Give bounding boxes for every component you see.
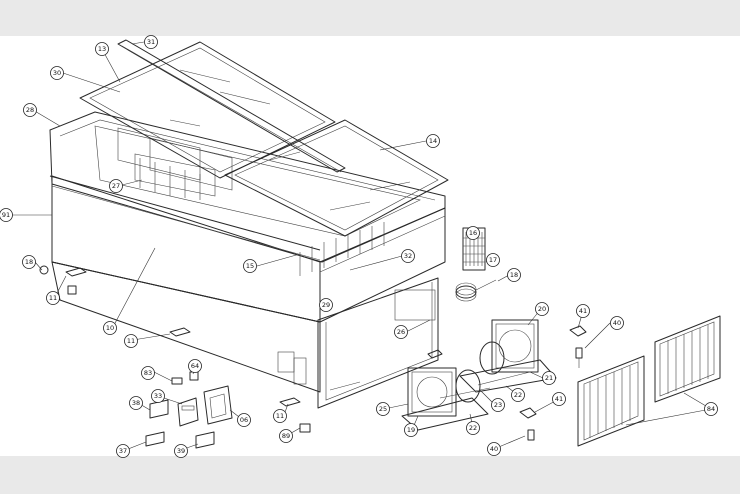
callout-label: 13 bbox=[98, 45, 106, 53]
callout-label: 21 bbox=[545, 374, 553, 382]
callout-label: 15 bbox=[246, 262, 254, 270]
callout-28: 28 bbox=[23, 103, 37, 117]
callout-label: 16 bbox=[469, 229, 477, 237]
callout-label: 40 bbox=[490, 445, 498, 453]
callout-label: 06 bbox=[240, 416, 248, 424]
callout-label: 32 bbox=[404, 252, 412, 260]
callout-64: 64 bbox=[188, 359, 202, 373]
callout-89: 89 bbox=[279, 429, 293, 443]
feet-brackets bbox=[39, 265, 443, 433]
callout-label: 26 bbox=[397, 328, 405, 336]
callout-06: 06 bbox=[237, 413, 251, 427]
callout-11-left: 11 bbox=[46, 291, 60, 305]
callout-14: 14 bbox=[426, 134, 440, 148]
callout-label: 30 bbox=[53, 69, 61, 77]
callout-38: 38 bbox=[129, 396, 143, 410]
callout-label: 27 bbox=[112, 182, 120, 190]
callout-32: 32 bbox=[401, 249, 415, 263]
callout-label: 41 bbox=[579, 307, 587, 315]
callout-33: 33 bbox=[151, 389, 165, 403]
callout-label: 84 bbox=[707, 405, 715, 413]
callout-19: 19 bbox=[404, 423, 418, 437]
callout-label: 37 bbox=[119, 447, 127, 455]
callout-13: 13 bbox=[95, 42, 109, 56]
callout-label: 83 bbox=[144, 369, 152, 377]
callout-11-mid: 11 bbox=[124, 334, 138, 348]
condensing-unit-upper bbox=[459, 319, 557, 393]
callout-22-upper: 22 bbox=[511, 388, 525, 402]
callout-label: 31 bbox=[147, 38, 155, 46]
callout-label: 22 bbox=[469, 424, 477, 432]
callout-label: 91 bbox=[2, 211, 10, 219]
callout-18-left: 18 bbox=[22, 255, 36, 269]
callout-10: 10 bbox=[103, 321, 117, 335]
callout-label: 28 bbox=[26, 106, 34, 114]
callout-22-lower: 22 bbox=[466, 421, 480, 435]
valve-parts bbox=[519, 325, 587, 441]
callout-30: 30 bbox=[50, 66, 64, 80]
callout-label: 25 bbox=[379, 405, 387, 413]
callout-25: 25 bbox=[376, 402, 390, 416]
drawing-sheet bbox=[0, 36, 740, 456]
callout-label: 29 bbox=[322, 301, 330, 309]
callout-label: 20 bbox=[538, 305, 546, 313]
callout-41-lower: 41 bbox=[552, 392, 566, 406]
callout-23: 23 bbox=[491, 398, 505, 412]
callout-84: 84 bbox=[704, 402, 718, 416]
callout-37: 37 bbox=[116, 444, 130, 458]
callout-39: 39 bbox=[174, 444, 188, 458]
callout-21: 21 bbox=[542, 371, 556, 385]
callout-label: 39 bbox=[177, 447, 185, 455]
callout-label: 89 bbox=[282, 432, 290, 440]
capillary-coil bbox=[455, 279, 497, 302]
callout-label: 41 bbox=[555, 395, 563, 403]
callout-27: 27 bbox=[109, 179, 123, 193]
callout-40-upper: 40 bbox=[610, 316, 624, 330]
freezer-cabinet bbox=[49, 111, 446, 393]
callout-label: 18 bbox=[25, 258, 33, 266]
callout-label: 33 bbox=[154, 392, 162, 400]
callout-91: 91 bbox=[0, 208, 13, 222]
machine-compartment bbox=[317, 277, 439, 409]
glass-lids bbox=[79, 41, 449, 237]
callout-31-top: 31 bbox=[144, 35, 158, 49]
callout-label: 64 bbox=[191, 362, 199, 370]
handle-rail bbox=[117, 39, 346, 173]
callout-label: 22 bbox=[514, 391, 522, 399]
callout-label: 23 bbox=[494, 401, 502, 409]
callout-11-bottom: 11 bbox=[273, 409, 287, 423]
callout-29: 29 bbox=[319, 298, 333, 312]
callout-label: 11 bbox=[49, 294, 57, 302]
callout-label: 11 bbox=[276, 412, 284, 420]
callout-20: 20 bbox=[535, 302, 549, 316]
callout-17: 17 bbox=[486, 253, 500, 267]
callout-label: 19 bbox=[407, 426, 415, 434]
callout-16: 16 bbox=[466, 226, 480, 240]
callout-40-lower: 40 bbox=[487, 442, 501, 456]
callout-label: 11 bbox=[127, 337, 135, 345]
callout-26: 26 bbox=[394, 325, 408, 339]
callout-label: 10 bbox=[106, 324, 114, 332]
callout-label: 17 bbox=[489, 256, 497, 264]
callout-83: 83 bbox=[141, 366, 155, 380]
fan-grille-right bbox=[654, 315, 721, 403]
callout-18-right: 18 bbox=[507, 268, 521, 282]
callout-label: 18 bbox=[510, 271, 518, 279]
callout-label: 14 bbox=[429, 137, 437, 145]
fan-grille-left bbox=[577, 355, 645, 447]
callout-41-upper: 41 bbox=[576, 304, 590, 318]
callout-label: 40 bbox=[613, 319, 621, 327]
callout-15: 15 bbox=[243, 259, 257, 273]
callout-label: 38 bbox=[132, 399, 140, 407]
